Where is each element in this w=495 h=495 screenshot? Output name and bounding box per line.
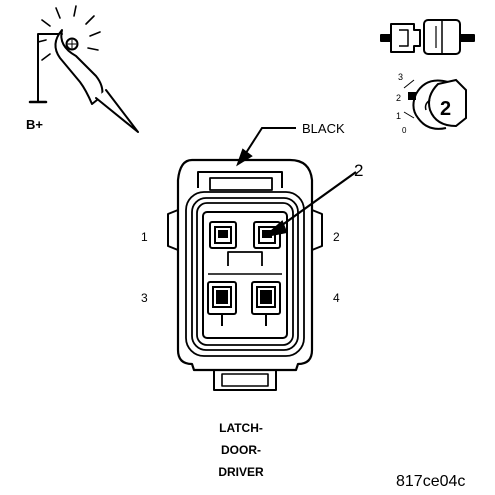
figure-id: 817ce04c xyxy=(396,473,465,490)
connector-name-line-1: LATCH- xyxy=(219,421,263,435)
cavity-4 xyxy=(251,281,281,326)
supply-label: B+ xyxy=(26,117,43,132)
pin-2-label: 2 xyxy=(333,230,340,244)
callout-leader-arrow xyxy=(262,171,357,238)
cavity-1 xyxy=(209,221,237,249)
connector-name-line-3: DRIVER xyxy=(218,465,264,479)
position-0-label: 0 xyxy=(402,126,407,135)
color-leader-arrow xyxy=(236,127,296,167)
callout-number: 2 xyxy=(354,161,363,180)
connector-face xyxy=(167,158,323,391)
cavity-3 xyxy=(207,281,237,326)
connector-name-line-2: DOOR- xyxy=(221,443,261,457)
position-1-label: 1 xyxy=(396,111,401,121)
connector-color-label: BLACK xyxy=(302,121,345,136)
pin-4-label: 4 xyxy=(333,291,340,305)
selected-position-label: 2 xyxy=(440,98,451,120)
position-2-label: 2 xyxy=(396,93,401,103)
pin-1-label: 1 xyxy=(141,230,148,244)
position-3-label: 3 xyxy=(398,72,403,82)
connector-halves-icon xyxy=(380,19,475,55)
position-knob-icon xyxy=(403,78,467,130)
test-light-probe-icon xyxy=(28,5,139,133)
pin-3-label: 3 xyxy=(141,291,148,305)
